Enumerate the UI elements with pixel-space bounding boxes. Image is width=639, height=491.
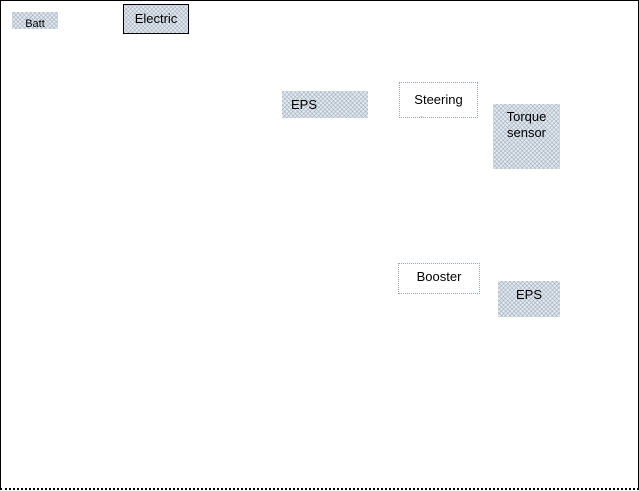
electric-box: Electric xyxy=(123,4,189,34)
torque-sensor-box: Torque sensor xyxy=(493,104,560,169)
torque-sensor-line2: sensor xyxy=(506,125,547,140)
eps-box-top: EPS xyxy=(282,91,368,118)
torque-sensor-line1: Torque xyxy=(506,109,547,124)
eps-bottom-label: EPS xyxy=(515,287,542,302)
batt-label: Batt xyxy=(25,18,45,29)
booster-box: Booster xyxy=(398,263,480,294)
booster-label: Booster xyxy=(416,269,462,284)
steering-torque-line1: Steering xyxy=(414,92,463,107)
steering-torque-box: Steering torque xyxy=(399,82,478,118)
eps-box-bottom: EPS xyxy=(498,281,560,317)
electric-label: Electric xyxy=(134,11,178,26)
batt-box: Batt xyxy=(12,12,58,29)
eps-top-label: EPS xyxy=(291,97,318,112)
steering-torque-line2: torque xyxy=(400,110,477,117)
